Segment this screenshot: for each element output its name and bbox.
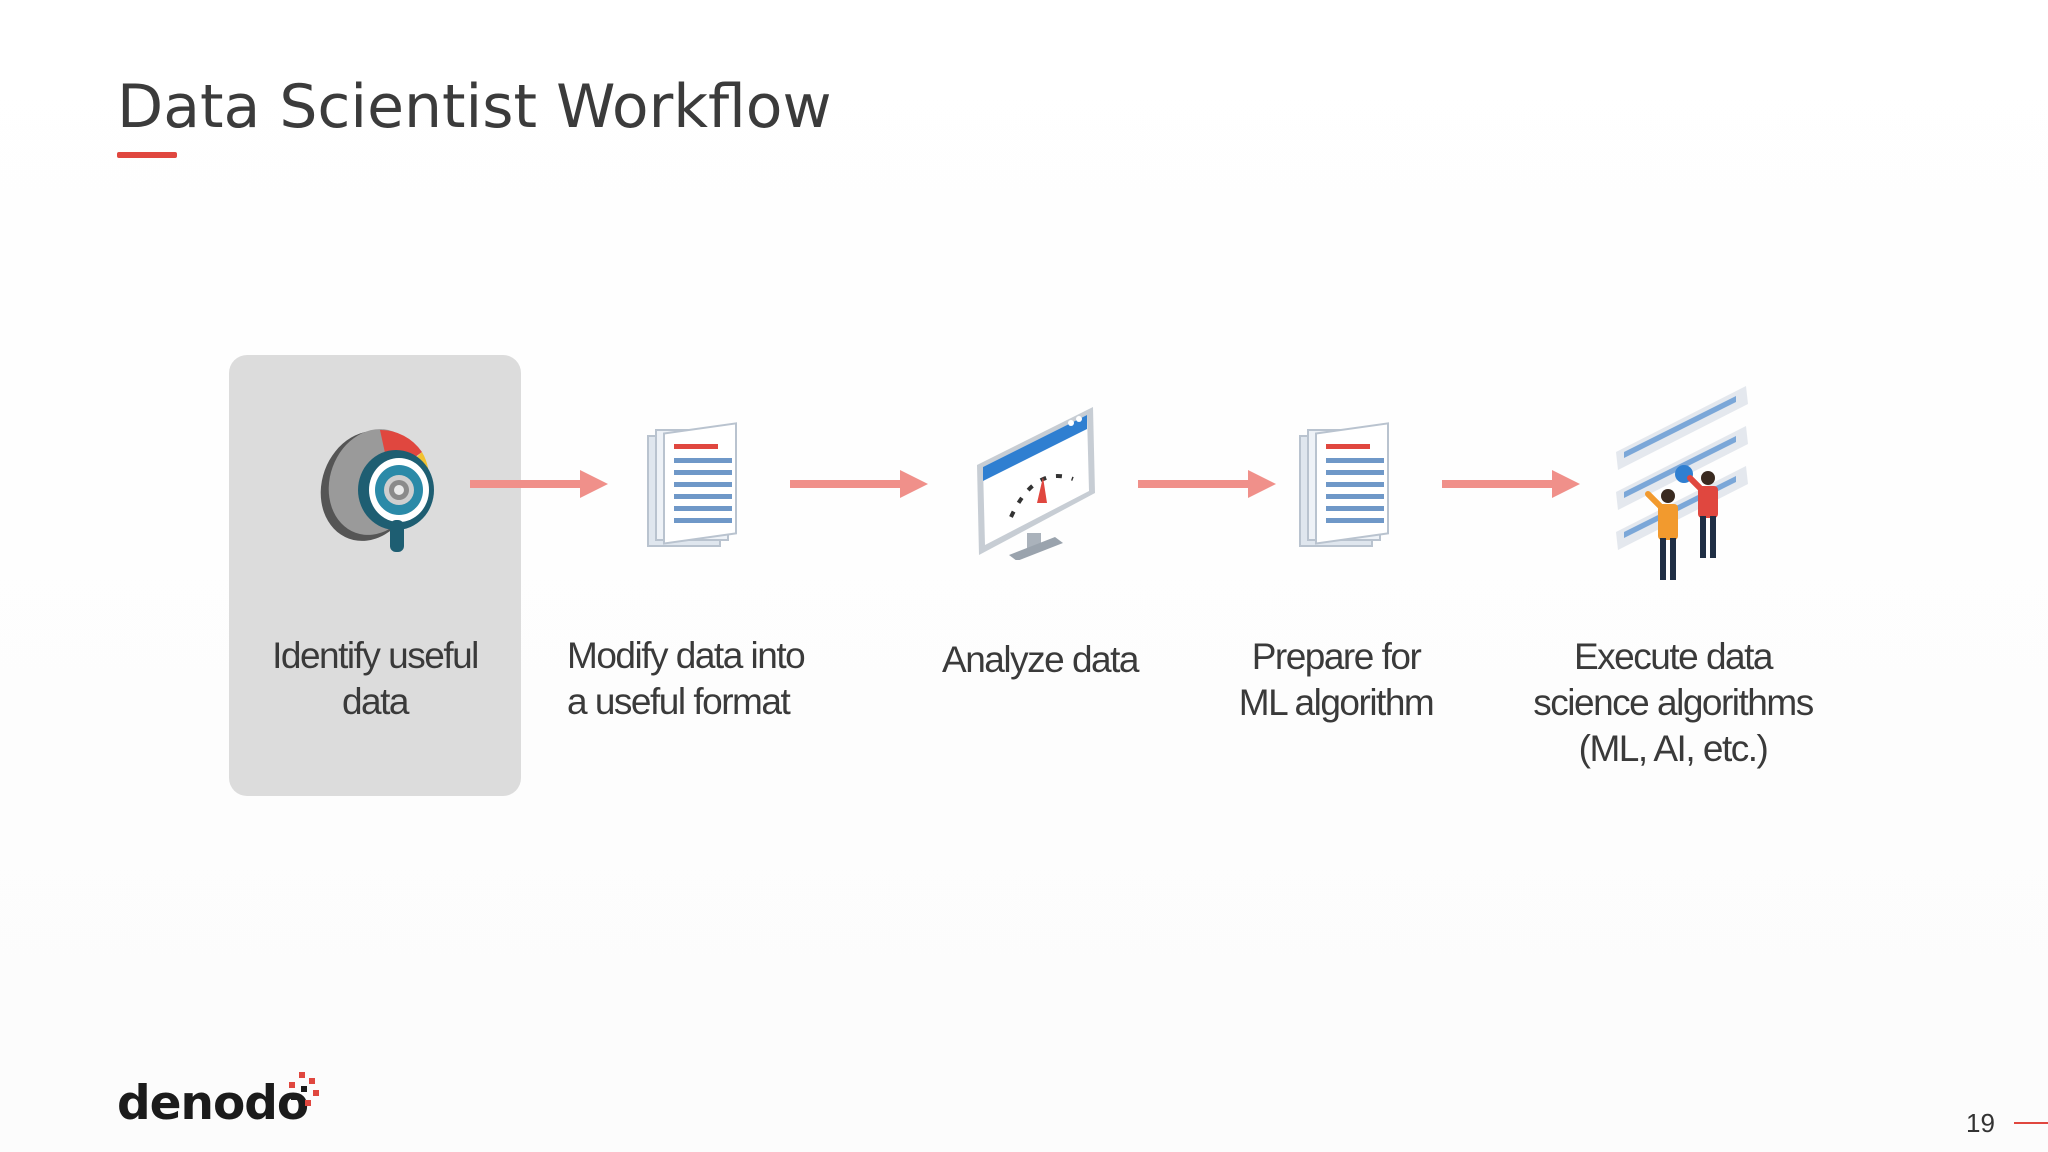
slide-title: Data Scientist Workflow xyxy=(117,72,832,142)
step-label-prepare-ml: Prepare for ML algorithm xyxy=(1196,634,1476,726)
flow-arrow-3 xyxy=(1138,470,1276,498)
step-5-line-2: science algorithms xyxy=(1533,682,1814,723)
denodo-logo: denodo xyxy=(117,1072,319,1136)
step-4-line-2: ML algorithm xyxy=(1238,682,1435,723)
step-3-line-1: Analyze data xyxy=(942,639,1139,680)
step-5-line-3: (ML, AI, etc.) xyxy=(1578,728,1769,769)
flow-arrow-4 xyxy=(1442,470,1580,498)
document-stack-icon xyxy=(647,422,737,547)
flow-arrow-1 xyxy=(470,470,608,498)
step-label-modify-data: Modify data into a useful format xyxy=(567,633,827,725)
people-dashboard-icon xyxy=(1616,386,1748,580)
title-underline xyxy=(117,152,177,158)
step-1-line-1: Identify useful xyxy=(272,635,479,676)
step-4-line-1: Prepare for xyxy=(1251,636,1422,677)
step-1-line-2: data xyxy=(341,681,410,722)
step-label-execute-algorithms: Execute data science algorithms (ML, AI,… xyxy=(1500,634,1846,772)
step-label-identify-data: Identify useful data xyxy=(229,633,521,725)
monitor-gauge-icon xyxy=(977,407,1095,560)
logo-dots-icon xyxy=(289,1072,319,1106)
step-5-line-1: Execute data xyxy=(1574,636,1773,677)
page-number-line xyxy=(2014,1122,2048,1124)
logo-text: denodo xyxy=(117,1076,309,1131)
step-2-line-1: Modify data into xyxy=(567,635,806,676)
flow-arrow-2 xyxy=(790,470,928,498)
step-2-line-2: a useful format xyxy=(567,681,791,722)
document-stack-icon xyxy=(1299,422,1389,547)
magnifier-pie-icon xyxy=(320,429,434,552)
step-label-analyze-data: Analyze data xyxy=(900,637,1180,683)
highlighted-step-box xyxy=(229,355,521,796)
page-number: 19 xyxy=(1966,1108,1995,1138)
